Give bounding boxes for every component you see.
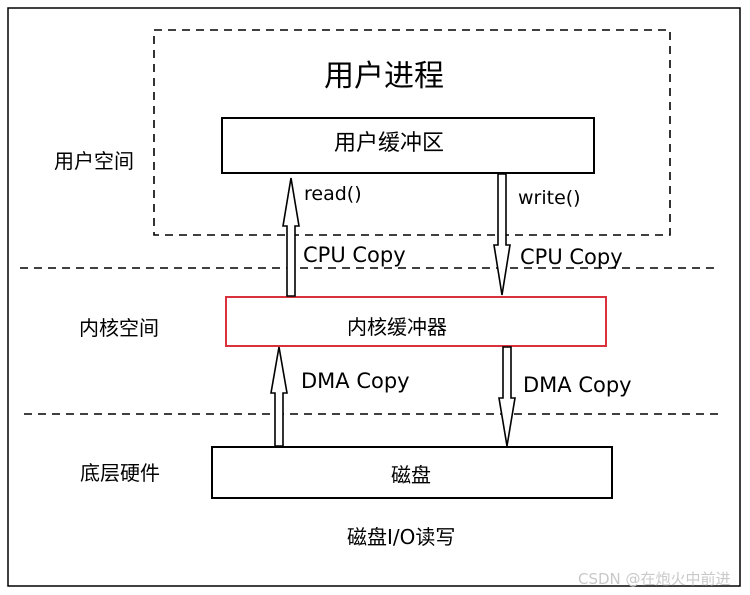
process-title: 用户进程 — [324, 59, 444, 94]
watermark: CSDN @在炮火中前进 — [578, 570, 731, 588]
dma-copy-read-label: DMA Copy — [301, 369, 410, 393]
kernel-buffer-label: 内核缓冲器 — [347, 315, 447, 339]
kernel-buffer-box — [225, 296, 607, 347]
dma-copy-read-arrow — [270, 346, 288, 447]
cpu-copy-write-label: CPU Copy — [520, 245, 623, 269]
disk-box — [211, 446, 613, 499]
diagram-caption: 磁盘I/O读写 — [347, 525, 456, 549]
user-process-boundary — [153, 29, 671, 236]
dma-copy-write-label: DMA Copy — [523, 373, 632, 397]
layer-label-hardware: 底层硬件 — [80, 461, 160, 485]
layer-label-kernel-space: 内核空间 — [79, 316, 159, 340]
user-buffer-label: 用户缓冲区 — [334, 131, 445, 156]
dma-copy-write-arrow — [498, 346, 516, 447]
cpu-copy-read-label: CPU Copy — [303, 243, 406, 267]
layer-label-user-space: 用户空间 — [54, 149, 134, 173]
cpu-copy-read-arrow — [282, 177, 300, 297]
user-buffer-box — [221, 117, 595, 174]
cpu-copy-write-arrow — [493, 173, 511, 296]
outer-frame — [7, 7, 741, 587]
disk-label: 磁盘 — [391, 463, 431, 487]
write-op-label: write() — [518, 187, 581, 209]
read-op-label: read() — [304, 183, 362, 205]
